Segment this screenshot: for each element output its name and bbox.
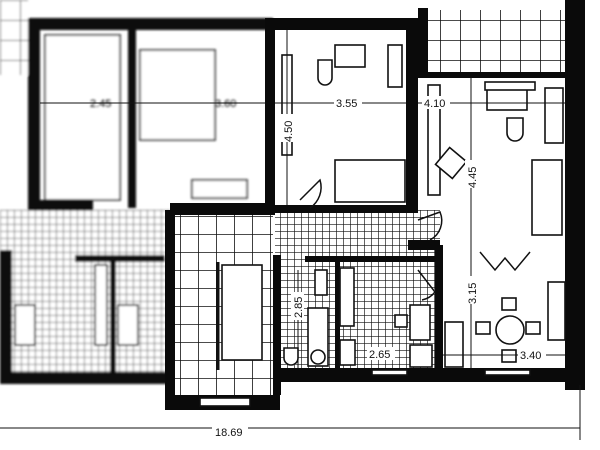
dim-label-4-50: 4.50 [283, 121, 295, 142]
door-swings [299, 178, 531, 301]
dim-label-4-10: 4.10 [424, 98, 445, 110]
furniture [199, 44, 566, 407]
walls [165, 0, 585, 410]
balcony [420, 10, 565, 75]
dim-label-3-55: 3.55 [336, 98, 357, 110]
dim-label-3-60: 3.60 [215, 98, 236, 110]
dim-label-total-width: 18.69 [215, 427, 243, 439]
neighbor-unit [0, 0, 273, 384]
dim-label-2-45: 2.45 [90, 98, 111, 110]
dim-label-3-40: 3.40 [520, 350, 541, 362]
dimension-labels: 2.45 3.60 3.55 4.50 4.10 4.45 2.85 2.65 … [90, 96, 546, 439]
dim-label-2-65: 2.65 [369, 349, 390, 361]
dim-label-2-85: 2.85 [293, 297, 305, 318]
dim-label-3-15: 3.15 [467, 283, 479, 304]
dim-label-4-45: 4.45 [467, 167, 479, 188]
